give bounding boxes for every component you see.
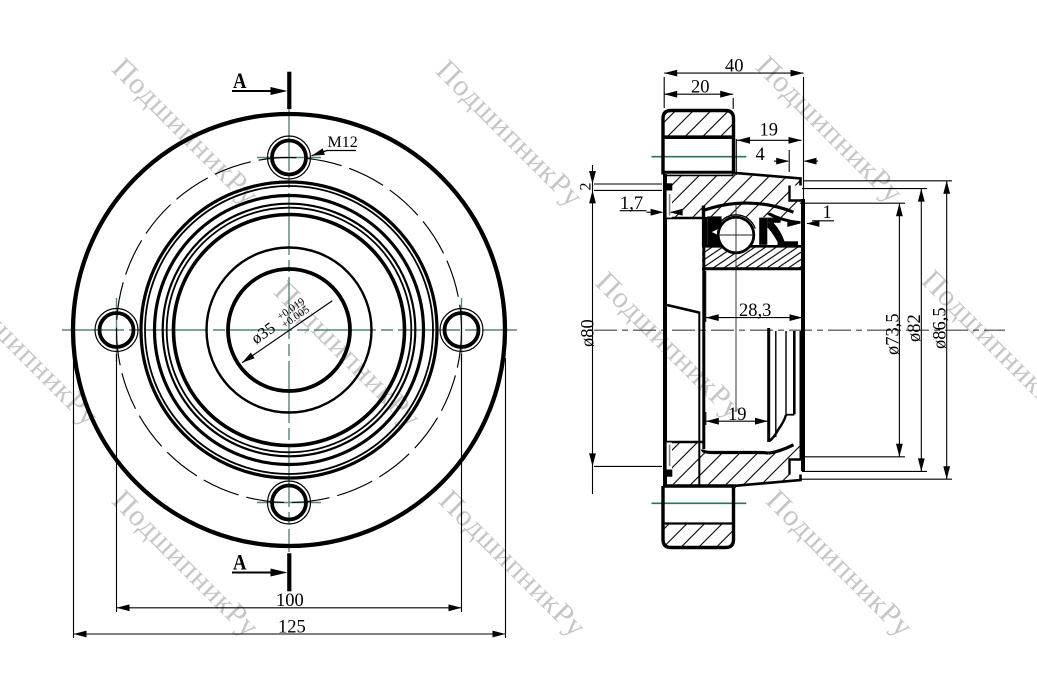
svg-text:1: 1 xyxy=(823,203,832,223)
svg-text:A: A xyxy=(233,550,247,575)
svg-text:ø35: ø35 xyxy=(248,318,279,348)
svg-text:ø86,5: ø86,5 xyxy=(931,307,951,349)
svg-text:19: 19 xyxy=(760,121,779,141)
svg-text:ПодшипникРу: ПодшипникРу xyxy=(433,484,593,644)
svg-text:19: 19 xyxy=(728,405,747,425)
svg-text:4: 4 xyxy=(756,145,765,165)
svg-text:M12: M12 xyxy=(328,134,358,151)
svg-text:ПодшипникРу: ПодшипникРу xyxy=(589,266,749,426)
svg-text:125: 125 xyxy=(278,618,306,638)
svg-text:ø80: ø80 xyxy=(579,319,599,347)
svg-text:ø73,5: ø73,5 xyxy=(884,313,904,355)
svg-text:ø82: ø82 xyxy=(905,314,925,342)
svg-text:28,3: 28,3 xyxy=(739,301,771,321)
svg-text:ПодшипникРу: ПодшипникРу xyxy=(760,484,920,644)
svg-text:2: 2 xyxy=(578,183,595,191)
svg-text:100: 100 xyxy=(276,591,304,611)
svg-text:A: A xyxy=(233,68,247,93)
svg-text:20: 20 xyxy=(691,78,710,98)
svg-text:1,7: 1,7 xyxy=(620,194,643,214)
svg-text:40: 40 xyxy=(725,57,744,77)
